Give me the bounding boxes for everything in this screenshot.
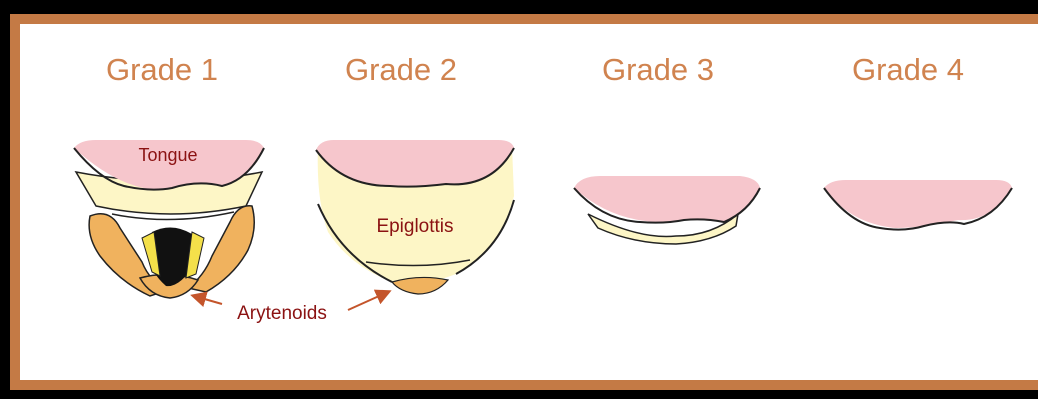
tongue-label: Tongue xyxy=(138,145,197,165)
grade-3-view xyxy=(574,176,760,244)
grade-2-arytenoid xyxy=(392,277,448,294)
grade-1-view: Tongue xyxy=(74,140,264,298)
grade-1-larynx xyxy=(89,206,254,298)
arytenoids-label: Arytenoids xyxy=(237,303,327,324)
arytenoids-callout: Arytenoids xyxy=(194,292,388,324)
grade-4-view xyxy=(824,180,1012,230)
arytenoids-arrow-left xyxy=(194,296,222,304)
grade-2-view: Epiglottis xyxy=(316,140,514,294)
arytenoids-arrow-right xyxy=(348,292,388,310)
epiglottis-label: Epiglottis xyxy=(376,216,453,237)
grade-4-tongue xyxy=(824,180,1012,228)
grade-3-tongue xyxy=(574,176,760,222)
